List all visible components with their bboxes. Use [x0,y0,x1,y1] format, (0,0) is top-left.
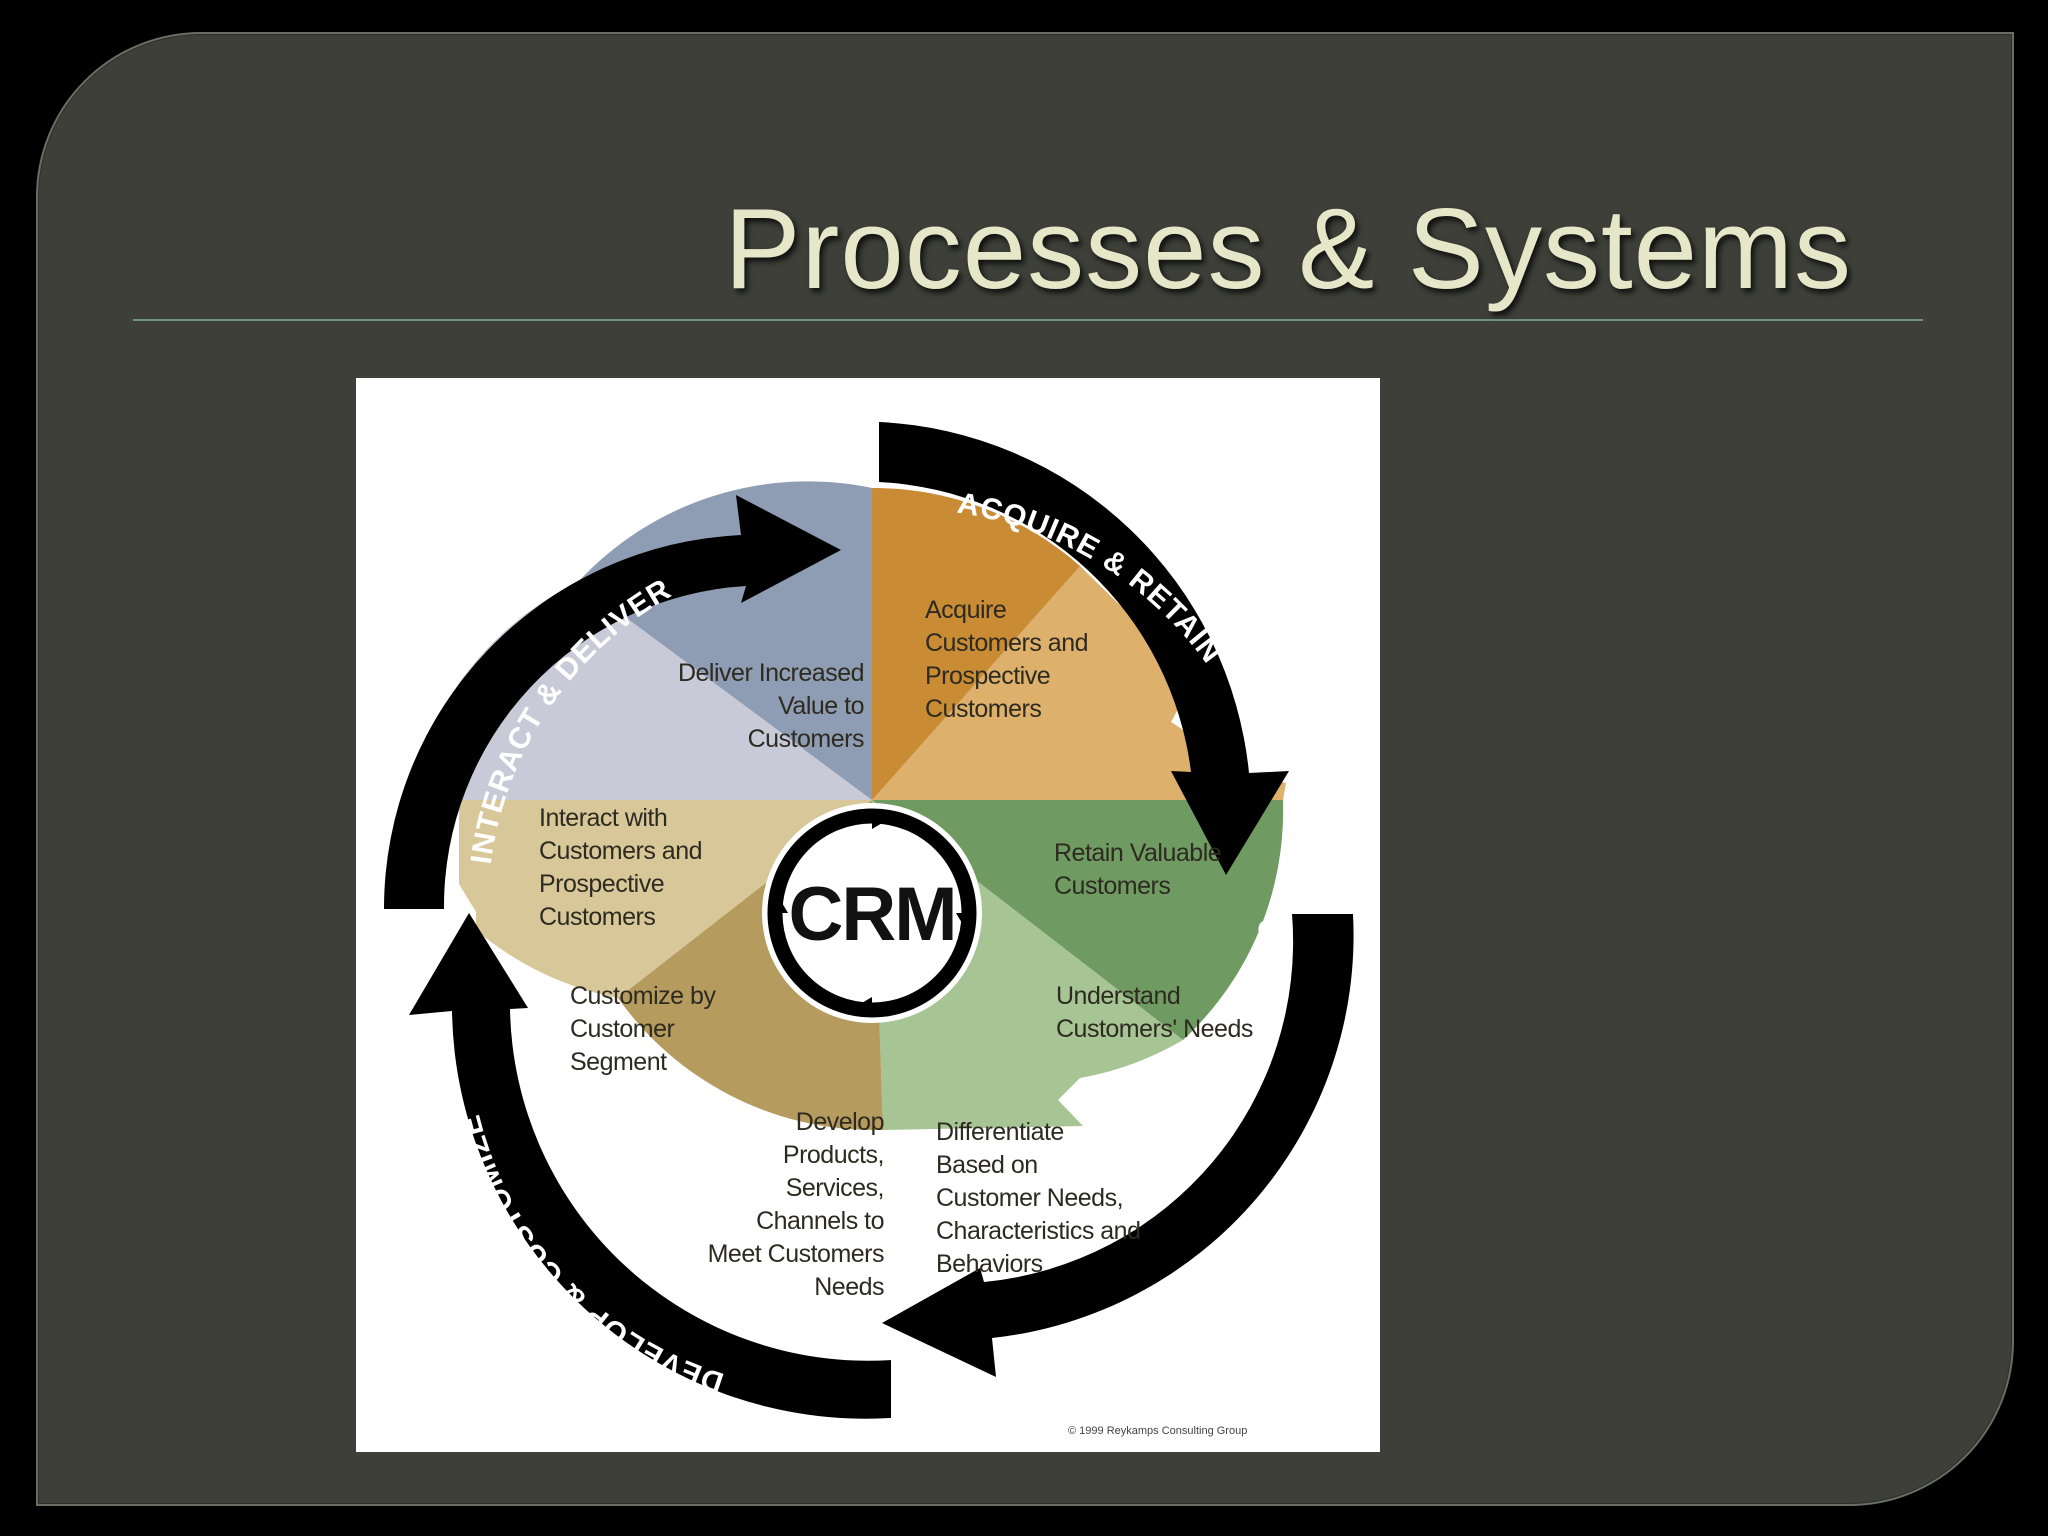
slide-title: Processes & Systems [724,186,1852,313]
label-understand-customers-needs-line: Customers' Needs [1056,1015,1253,1043]
label-develop-products-services-line: Services, [786,1174,884,1202]
label-acquire-customers-line: Acquire [925,596,1006,624]
copyright-note: © 1999 Reykamps Consulting Group [1068,1425,1247,1437]
label-interact-with-customers-line: Interact with [539,804,667,832]
cycle-arrow-ring [383,422,1354,1419]
label-develop-products-services-line: Channels to [756,1207,884,1235]
label-differentiate-based-on-needs-line: Characteristics and [936,1217,1140,1245]
label-differentiate-based-on-needs-line: Behaviors [936,1250,1043,1278]
label-interact-with-customers-line: Customers [539,903,655,931]
label-acquire-customers-line: Customers [925,695,1041,723]
crm-hub: CRM [762,803,982,1023]
label-interact-with-customers-line: Customers and [539,837,702,865]
label-develop-products-services-line: Products, [783,1141,884,1169]
label-differentiate-based-on-needs-line: Differentiate [936,1118,1064,1146]
label-customize-by-segment-line: Segment [570,1048,667,1076]
label-deliver-increased-value-line: Customers [748,725,864,753]
label-develop-products-services-line: Needs [814,1273,884,1301]
label-differentiate-based-on-needs-line: Customer Needs, [936,1184,1123,1212]
label-customize-by-segment-line: Customer [570,1015,675,1043]
label-deliver-increased-value-line: Value to [778,692,864,720]
crm-diagram-panel: INTERACT & DELIVER ACQUIRE & RETAIN UNDE… [356,378,1380,1452]
label-acquire-customers-line: Customers and [925,629,1088,657]
crm-cycle-diagram: INTERACT & DELIVER ACQUIRE & RETAIN UNDE… [356,378,1354,1437]
label-understand-customers-needs-line: Understand [1056,982,1180,1010]
quadrant-acquire-retain [872,487,1286,800]
title-divider [133,319,1923,321]
label-customize-by-segment-line: Customize by [570,982,716,1010]
label-differentiate-based-on-needs-line: Based on [936,1151,1038,1179]
label-retain-valuable-customers-line: Customers [1054,872,1170,900]
label-interact-with-customers-line: Prospective [539,870,664,898]
label-retain-valuable-customers-line: Retain Valuable [1054,839,1221,867]
label-acquire-customers-line: Prospective [925,662,1050,690]
label-develop-products-services-line: Meet Customers [708,1240,884,1268]
crm-center-label: CRM [788,872,955,957]
label-develop-products-services-line: Develop [796,1108,884,1136]
label-deliver-increased-value-line: Deliver Increased [678,659,864,687]
